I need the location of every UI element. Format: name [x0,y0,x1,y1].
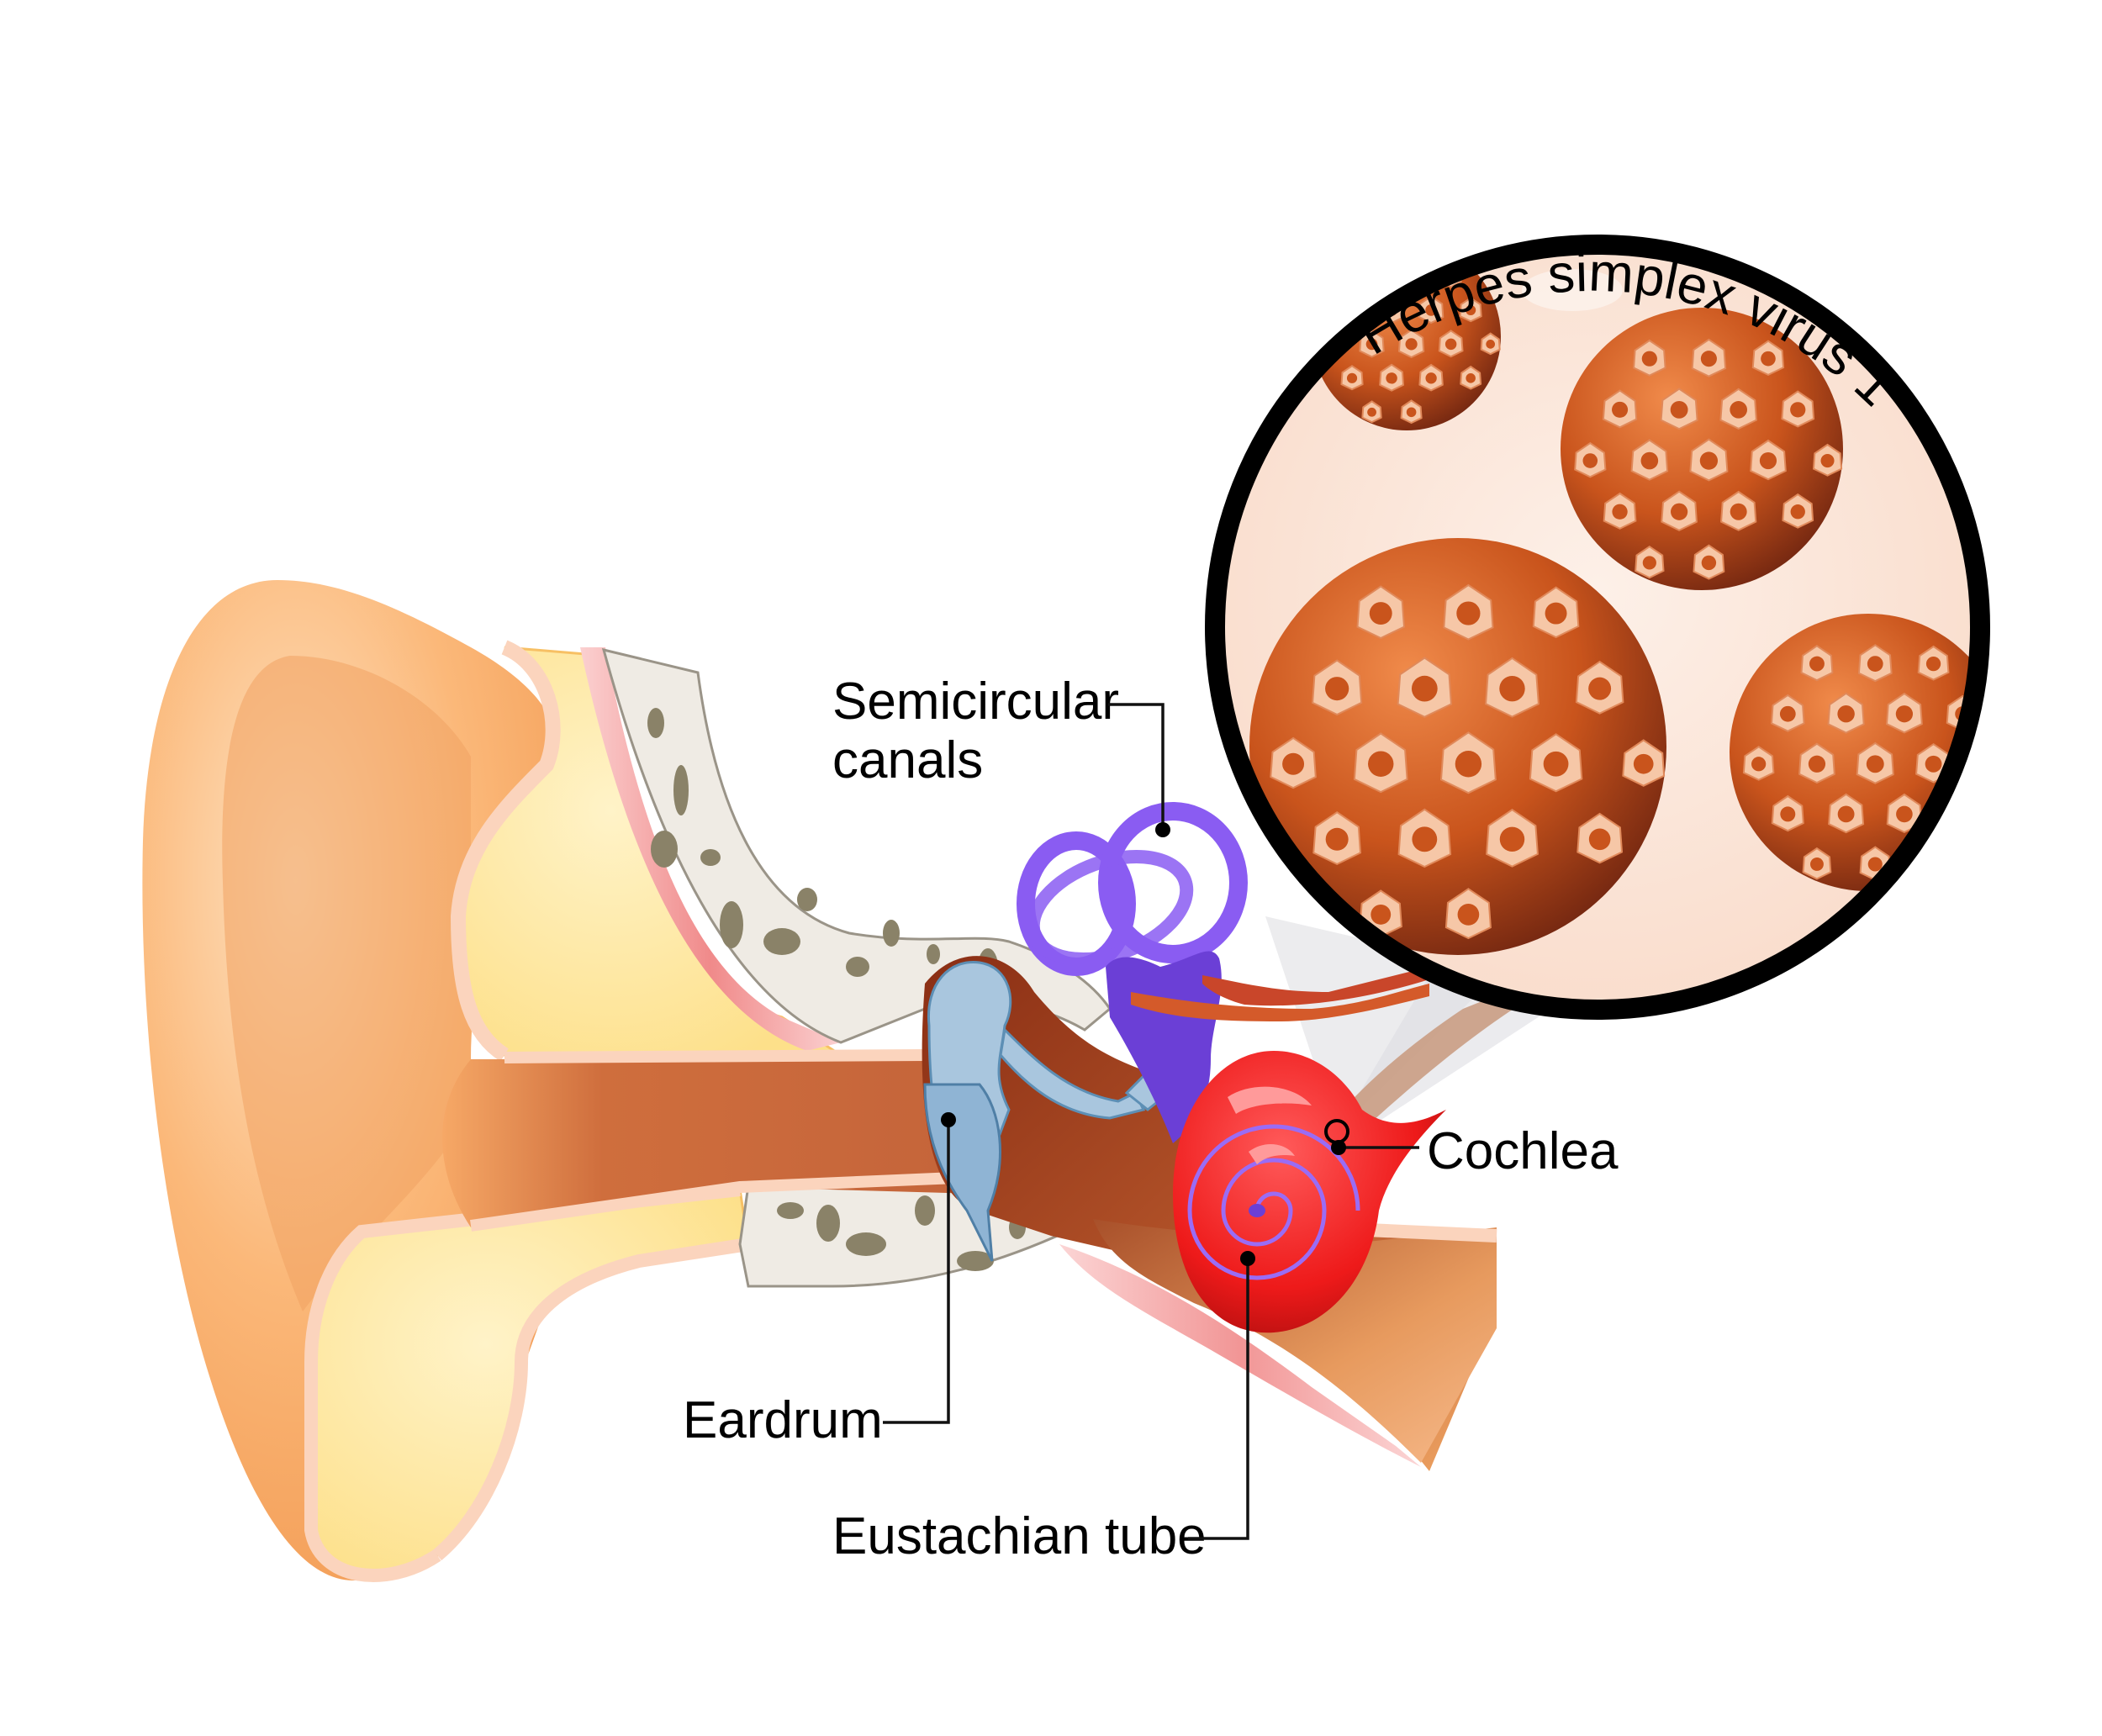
leader-semicircular [1108,703,1165,828]
capsomer-hole [1486,340,1496,349]
capsomer-hole [1642,556,1656,570]
capsomer-hole [1543,751,1569,777]
capsomer-hole [1612,401,1629,418]
cartilage-lower [304,1183,750,1582]
capsomer-hole [1700,351,1717,367]
canal-skin-upper [504,1049,926,1063]
capsomer-hole [1641,351,1657,367]
pointer-dot-eardrum [941,1112,956,1127]
capsomer-hole [1425,372,1437,384]
label-semicircular-canals: Semicircular canals [832,673,1170,837]
label-eardrum-group: Eardrum [683,1112,956,1449]
capsomer-hole [1371,904,1392,925]
capsomer-hole [1466,373,1476,383]
capsomer-hole [1411,675,1438,702]
capsomer-hole [1837,704,1855,723]
capsomer-hole [1895,705,1914,723]
capsomer-hole [1925,755,1942,773]
capsomer-hole [1325,677,1349,701]
capsomer-hole [1867,857,1883,872]
label-eustachian-group: Eustachian tube [832,1251,1255,1565]
capsomer-hole [1612,504,1628,520]
capsomer-hole [1925,656,1941,672]
capsomer-hole [1406,407,1417,418]
capsomer-hole [1699,451,1719,470]
capsomer-hole [1955,806,1970,821]
capsomer-hole [1455,751,1482,778]
capsomer-hole [1588,677,1612,700]
capsomer-hole [1759,451,1777,470]
capsomer-hole [1456,601,1481,625]
capsomer [1946,795,1971,831]
capsomer-hole [1809,656,1825,672]
capsomer-hole [1761,351,1776,367]
canal-skin-lower [470,1171,976,1232]
capsomer-hole [1790,402,1806,418]
capsomer-hole [1866,755,1884,773]
capsomer-hole [1751,757,1767,772]
vestibulocochlear-nerve [1131,967,1513,1131]
capsomer-hole [1386,372,1397,384]
capsomer-hole [1582,453,1598,468]
label-semicircular-line2: canals [832,731,983,789]
label-cochlea-group: Cochlea [1331,1122,1619,1180]
capsomer-hole [1670,400,1688,419]
capsomer-hole [1367,407,1376,417]
capsomer-hole [1369,602,1392,625]
leader-eardrum [883,1122,950,1424]
capsomer-hole [1671,503,1688,520]
label-eardrum: Eardrum [683,1391,883,1449]
capsomer-hole [1633,753,1654,774]
capsomer-hole [1780,806,1796,822]
virus-particle-upper-right [1561,308,1843,590]
capsomer-hole [1837,805,1855,823]
capsomer-hole [1701,555,1717,571]
capsomer-hole [1366,271,1377,282]
capsomer-hole [1779,705,1796,722]
capsomer-hole [1730,401,1747,419]
capsomer-hole [1808,755,1826,773]
capsomer-hole [1588,828,1611,851]
leader-eustachian [1188,1261,1249,1540]
capsomer [1360,262,1384,288]
capsomer-hole [1545,602,1567,625]
capsomer-hole [1820,454,1835,468]
label-eustachian-tube: Eustachian tube [832,1507,1207,1565]
semicircular-canals [1017,802,1248,976]
label-semicircular-line1: Semicircular [832,673,1119,731]
virus-layer [1249,254,2006,955]
capsomer-hole [1867,656,1883,672]
capsomer-hole [1457,904,1480,926]
magnifier [1205,235,2006,1020]
capsomer-hole [1810,857,1824,871]
capsomer-hole [1405,338,1418,351]
capsomer-hole [1499,826,1525,852]
pointer-dot-cochlea [1331,1140,1346,1155]
capsomer-hole [1499,675,1525,702]
pointer-dot-semicircular [1155,822,1170,837]
capsomer-hole [1425,304,1437,316]
capsomer-hole [1466,304,1476,315]
muscle-upper [580,647,841,1051]
capsomer-hole [1730,503,1747,520]
capsomer-hole [1640,451,1659,470]
capsomer-hole [1365,338,1378,351]
pointer-dot-eustachian [1240,1251,1255,1266]
capsomer-hole [1412,826,1438,852]
capsomer-hole [1282,752,1305,775]
capsomer-hole [1368,751,1394,777]
capsomer-hole [1325,827,1349,851]
capsomer [1978,748,2006,778]
capsomer-hole [1790,504,1805,520]
magnifier-rim [1205,235,1990,1020]
virus-particle-large [1249,538,1666,955]
capsomer-hole [1346,372,1358,383]
capsomer-hole [1444,338,1457,351]
label-cochlea: Cochlea [1427,1122,1619,1180]
capsomer-hole [1985,757,1999,771]
capsomer-hole [1896,805,1913,823]
